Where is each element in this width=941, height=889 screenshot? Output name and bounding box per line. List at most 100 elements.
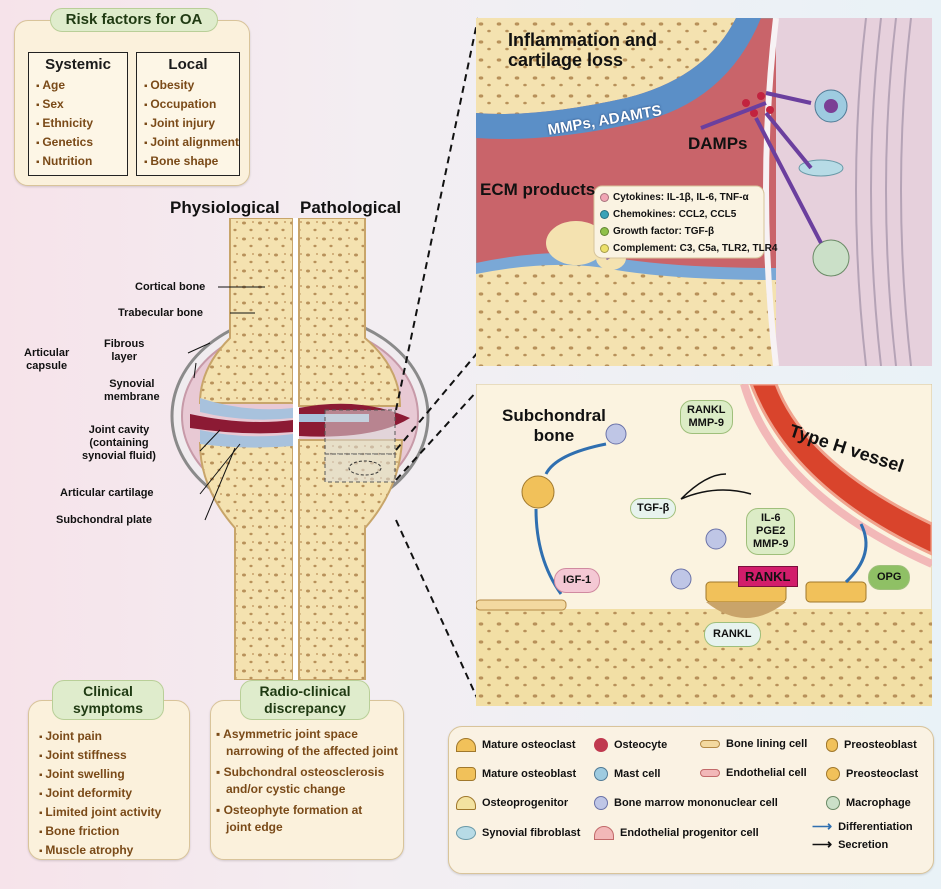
growth-dot-icon [600, 227, 609, 236]
mediator-box [593, 185, 765, 259]
macrophage-cell [812, 239, 850, 277]
damp-particle [742, 99, 750, 107]
ecm-fragment [546, 221, 606, 265]
systemic-item: Nutrition [36, 154, 127, 168]
legend-osteocyte: Osteocyte [594, 738, 667, 752]
risk-factors-title: Risk factors for OA [50, 8, 218, 32]
arrow-damps-fibro [764, 111, 813, 170]
legend-synovial-fibroblast: Synovial fibroblast [456, 826, 580, 840]
synovial-lining [763, 18, 779, 366]
capsule-fibers [855, 18, 912, 366]
systemic-box: Systemic Age Sex Ethnicity Genetics Nutr… [28, 52, 128, 176]
macrophage-icon [826, 796, 840, 810]
legend-bone-lining: Bone lining cell [700, 738, 807, 750]
leader-cavity [199, 429, 221, 452]
panel-divider [293, 218, 299, 680]
arrow-differentiation-left [544, 442, 607, 475]
symptom-item: Muscle atrophy [39, 843, 161, 857]
symptom-item: Joint swelling [39, 767, 161, 781]
pathological-heading: Pathological [300, 198, 402, 217]
lower-cartilage [476, 253, 776, 280]
mast-cell-nucleus [824, 99, 838, 113]
systemic-item: Genetics [36, 135, 127, 149]
inflammation-panel [476, 18, 932, 366]
legend-endothelial: Endothelial cell [700, 767, 807, 779]
local-item: Bone shape [144, 154, 239, 168]
fibroblast-icon [456, 826, 476, 840]
ecm-products-label: ECM products [480, 180, 596, 199]
local-item: Joint injury [144, 116, 239, 130]
endothelial-lining [740, 384, 932, 568]
preosteoclast-icon [826, 767, 840, 781]
type-h-vessel [749, 384, 932, 556]
pathological-lower-bone [298, 439, 404, 680]
joint-illustration [170, 218, 430, 680]
legend-preosteoclast: Preosteoclast [826, 767, 918, 781]
local-box: Local Obesity Occupation Joint injury Jo… [136, 52, 240, 176]
physiological-upper-bone [198, 218, 294, 404]
systemic-item: Age [36, 78, 127, 92]
mediator-growth-factor: Growth factor: TGF-β [600, 226, 714, 237]
endothelial-icon [700, 769, 720, 777]
systemic-item: Ethnicity [36, 116, 127, 130]
physiological-joint-cavity [190, 414, 293, 434]
label-cortical-bone: Cortical bone [135, 281, 206, 293]
mediator-chemokines: Chemokines: CCL2, CCL5 [600, 209, 736, 220]
legend-mast-cell: Mast cell [594, 767, 660, 781]
label-subchondral-plate: Subchondral plate [56, 514, 152, 526]
legend-mature-osteoclast: Mature osteoclast [456, 738, 576, 752]
bmmc-cell [605, 423, 627, 445]
osteocyte-icon [594, 738, 608, 752]
zoom-box-inflammation [324, 409, 396, 455]
mediator-complement: Complement: C3, C5a, TLR2, TLR4 [600, 243, 777, 254]
opg-pill: OPG [868, 565, 911, 590]
legend-panel [448, 726, 934, 874]
physiological-lower-bone [198, 442, 294, 680]
local-list: Obesity Occupation Joint injury Joint al… [137, 78, 239, 168]
tgf-beta-pill: TGF-β [630, 498, 677, 519]
systemic-item: Sex [36, 97, 127, 111]
zoom-box-subchondral [324, 453, 396, 483]
legend-macrophage: Macrophage [826, 796, 911, 810]
local-title: Local [168, 56, 208, 73]
bone-lining-icon [700, 740, 720, 748]
pathological-upper-bone [298, 218, 402, 407]
local-item: Joint alignment [144, 135, 239, 149]
subchondral-bone-matrix [476, 609, 932, 706]
preosteoblast-icon [826, 738, 838, 752]
mast-cell-icon [594, 767, 608, 781]
legend-secretion: ⟶Secretion [812, 836, 889, 852]
legend-bmmc: Bone marrow mononuclear cell [594, 796, 778, 810]
bmmc-cell [705, 528, 727, 550]
damp-particle [750, 109, 758, 117]
damps-label: DAMPs [688, 134, 748, 153]
radio-clinical-panel [210, 700, 404, 860]
blue-arrow-icon: ⟶ [812, 818, 833, 834]
complement-dot-icon [600, 244, 609, 253]
local-item: Obesity [144, 78, 239, 92]
leader-plate [204, 447, 236, 521]
bmmc-cell [670, 568, 692, 590]
cytokine-dot-icon [600, 193, 609, 202]
black-arrow-icon: ⟶ [812, 836, 833, 852]
physiological-cartilage-top [200, 398, 293, 420]
legend-endothelial-progenitor: Endothelial progenitor cell [594, 826, 759, 840]
leader-synovial [193, 362, 197, 379]
damp-particle [766, 106, 774, 114]
chemokine-dot-icon [600, 210, 609, 219]
legend-osteoprogenitor: Osteoprogenitor [456, 796, 568, 810]
systemic-list: Age Sex Ethnicity Genetics Nutrition [29, 78, 127, 168]
rankl-lower-pill: RANKL [704, 622, 761, 647]
igf1-pill: IGF-1 [554, 568, 601, 593]
systemic-title: Systemic [45, 56, 111, 73]
rankl-badge: RANKL [738, 566, 798, 587]
